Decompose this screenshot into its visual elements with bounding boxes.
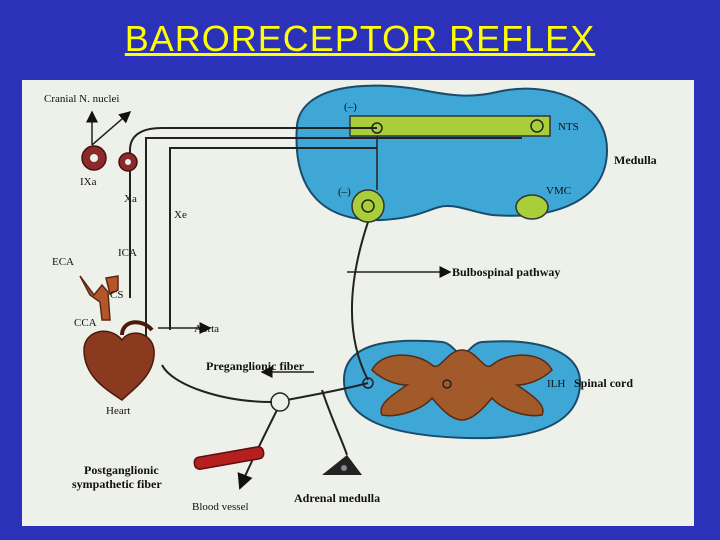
label-aorta: Aorta (194, 323, 219, 335)
label-bulbospinal: Bulbospinal pathway (452, 265, 560, 279)
label-neg-mid: (–) (338, 186, 351, 198)
label-medulla: Medulla (614, 153, 657, 167)
fiber-to-adrenal (321, 389, 348, 456)
label-nts: NTS (558, 121, 579, 133)
label-ica: ICA (118, 247, 137, 259)
slide-title: BARORECEPTOR REFLEX (124, 18, 596, 59)
diagram-figure: Cranial N. nuclei IXa Xa Xe ECA ICA CS C… (22, 80, 694, 526)
blood-vessel (193, 446, 265, 470)
nts-tract (349, 115, 551, 137)
vmc-nucleus (515, 194, 549, 220)
label-eca: ECA (52, 256, 74, 268)
spinal-gray-matter (371, 349, 553, 421)
label-postganglionic-1: Postganglionic (84, 463, 159, 477)
label-postganglionic-2: sympathetic fiber (72, 477, 162, 491)
label-cranial: Cranial N. nuclei (44, 93, 119, 105)
label-ixa: IXa (80, 176, 97, 188)
bulbospinal-fiber (351, 221, 369, 381)
label-xe: Xe (174, 209, 187, 221)
diagram-svg: Cranial N. nuclei IXa Xa Xe ECA ICA CS C… (44, 84, 657, 513)
label-vmc: VMC (546, 185, 571, 197)
carotid-artery (79, 275, 111, 321)
heart-shape (83, 330, 155, 401)
label-xa: Xa (124, 193, 137, 205)
label-neg-top: (–) (344, 101, 357, 113)
ixa-fiber (129, 127, 377, 298)
xe-fiber (169, 147, 377, 330)
nts-nucleus (530, 119, 544, 133)
label-preganglionic: Preganglionic fiber (206, 359, 305, 373)
label-cca: CCA (74, 317, 97, 329)
label-spinal: Spinal cord (574, 376, 633, 390)
sympathetic-ganglion (270, 392, 290, 412)
depressor-nucleus (351, 189, 385, 223)
label-adrenal: Adrenal medulla (294, 491, 380, 505)
label-ilh: ILH (547, 378, 565, 390)
postganglionic-to-heart (161, 364, 273, 403)
preganglionic-fiber (286, 382, 369, 401)
xa-fiber (145, 137, 522, 350)
label-cs: CS (110, 289, 123, 301)
label-heart: Heart (106, 405, 130, 417)
adrenal-medulla (322, 455, 362, 475)
label-blood-vessel: Blood vessel (192, 501, 249, 513)
